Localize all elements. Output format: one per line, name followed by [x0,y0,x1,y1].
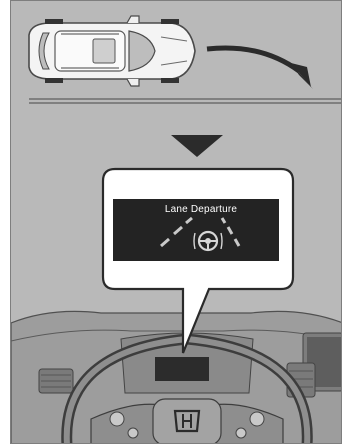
vehicle-drift-scene [29,16,342,103]
curved-right-arrow-icon [207,48,313,89]
down-triangle-icon [171,135,223,157]
illustration-canvas [11,1,342,444]
illustration-panel: Lane Departure [10,0,342,444]
lane-departure-warning-text: Lane Departure [141,204,261,215]
left-air-vent [39,369,73,393]
dashboard-scene [11,311,342,444]
suv-top-view-icon [29,16,195,86]
multi-info-display-location [155,357,209,381]
